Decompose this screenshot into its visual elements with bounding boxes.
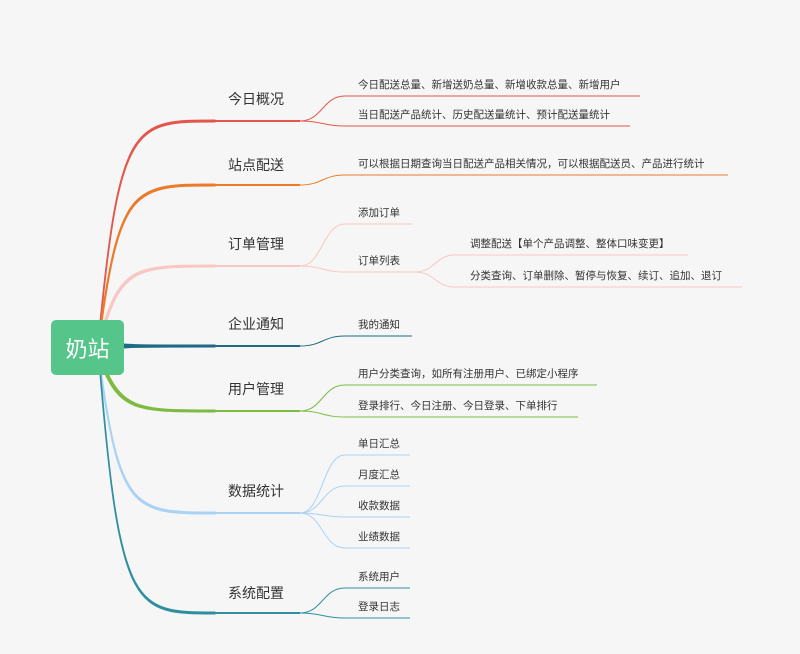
edge-station-1	[299, 174, 728, 186]
leaf-user-management-1[interactable]: 用户分类查询，如所有注册用户、已绑定小程序	[358, 368, 579, 380]
leaf-order-adjust[interactable]: 调整配送【单个产品调整、整体口味变更】	[470, 238, 670, 250]
branch-enterprise-notice[interactable]: 企业通知	[228, 317, 284, 333]
ribbon-system-config	[99, 365, 216, 615]
edge-order-adjust	[414, 254, 688, 273]
edge-stats-1	[299, 454, 410, 514]
leaf-order-add[interactable]: 添加订单	[358, 207, 400, 219]
leaf-order-ops[interactable]: 分类查询、订单删除、暂停与恢复、续订、追加、退订	[470, 270, 722, 282]
leaf-data-statistics-4[interactable]: 业绩数据	[358, 531, 400, 543]
edge-stats-2	[299, 485, 410, 514]
edge-notice-1	[299, 335, 412, 347]
branch-user-management[interactable]: 用户管理	[228, 382, 284, 398]
leaf-order-list[interactable]: 订单列表	[358, 255, 400, 267]
edge-user-1	[299, 384, 597, 412]
leaf-user-management-2[interactable]: 登录排行、今日注册、今日登录、下单排行	[358, 400, 558, 412]
edge-config-1	[299, 587, 410, 614]
leaf-enterprise-notice-1[interactable]: 我的通知	[358, 319, 400, 331]
edge-today-2	[299, 120, 630, 127]
ribbon-station-delivery	[99, 183, 216, 337]
edge-order-add	[299, 223, 412, 267]
root-label: 奶站	[65, 337, 110, 363]
branch-data-statistics[interactable]: 数据统计	[228, 484, 284, 500]
leaf-today-overview-1[interactable]: 今日配送总量、新增送奶总量、新增收款总量、新增用户	[358, 79, 621, 91]
ribbon-data-statistics	[99, 361, 216, 515]
edge-stats-3	[299, 512, 410, 518]
branch-system-config[interactable]: 系统配置	[228, 586, 284, 602]
branch-today-overview[interactable]: 今日概况	[228, 92, 284, 108]
branch-order-management[interactable]: 订单管理	[228, 237, 284, 253]
leaf-data-statistics-3[interactable]: 收款数据	[358, 500, 400, 512]
ribbon-order-management	[99, 264, 216, 345]
ribbon-today-overview	[99, 119, 216, 331]
leaf-today-overview-2[interactable]: 当日配送产品统计、历史配送量统计、预计配送量统计	[358, 109, 610, 121]
branch-station-delivery[interactable]: 站点配送	[228, 158, 284, 174]
edge-order-list	[299, 265, 415, 273]
root-node[interactable]: 奶站	[51, 320, 124, 375]
edge-order-ops	[414, 271, 742, 288]
edge-config-2	[299, 612, 410, 619]
edge-stats-4	[299, 512, 410, 549]
leaf-system-config-1[interactable]: 系统用户	[358, 571, 400, 583]
leaf-data-statistics-2[interactable]: 月度汇总	[358, 469, 400, 481]
leaf-data-statistics-1[interactable]: 单日汇总	[358, 438, 400, 450]
edge-user-2	[299, 410, 578, 418]
leaf-system-config-2[interactable]: 登录日志	[358, 601, 400, 613]
edge-today-1	[299, 95, 640, 122]
leaf-station-delivery-1[interactable]: 可以根据日期查询当日配送产品相关情况，可以根据配送员、产品进行统计	[358, 158, 705, 170]
